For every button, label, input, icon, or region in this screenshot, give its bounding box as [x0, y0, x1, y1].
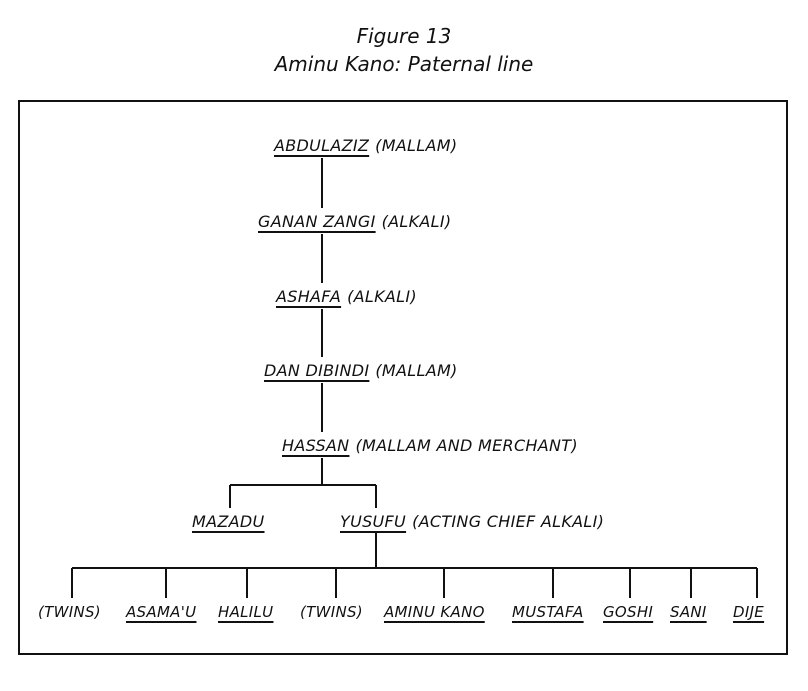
- child-dije: DIJE: [733, 603, 764, 621]
- node-name: YUSUFU: [340, 512, 407, 531]
- child-name: SANI: [670, 603, 707, 621]
- node-title: (MALLAM): [375, 136, 458, 155]
- node-title: (ALKALI): [347, 287, 417, 306]
- node-name: ASHAFA: [276, 287, 342, 306]
- node-name: DAN DIBINDI: [264, 361, 370, 380]
- node-hassan: HASSAN (MALLAM AND MERCHANT): [282, 436, 578, 455]
- node-name: ABDULAZIZ: [274, 136, 370, 155]
- figure-subtitle: Aminu Kano: Paternal line: [274, 52, 534, 76]
- node-name: HASSAN: [282, 436, 350, 455]
- node-mazadu: MAZADU: [192, 512, 265, 531]
- node-name: MAZADU: [192, 512, 265, 531]
- child-goshi: GOSHI: [603, 603, 653, 621]
- node-ashafa: ASHAFA (ALKALI): [276, 287, 417, 306]
- node-title: (MALLAM): [375, 361, 458, 380]
- node-name: GANAN ZANGI: [258, 212, 376, 231]
- child-name: ASAMA'U: [126, 603, 197, 621]
- node-title: (ACTING CHIEF ALKALI): [412, 512, 605, 531]
- child-name: HALILU: [218, 603, 274, 621]
- diagram-frame: [18, 100, 788, 655]
- child-name: (TWINS): [300, 603, 363, 621]
- child-name: GOSHI: [603, 603, 654, 621]
- child-name: (TWINS): [38, 603, 101, 621]
- child-name: AMINU KANO: [384, 603, 485, 621]
- child-twins-2: (TWINS): [300, 603, 363, 621]
- child-twins-1: (TWINS): [38, 603, 101, 621]
- node-title: (ALKALI): [381, 212, 452, 231]
- node-yusufu: YUSUFU (ACTING CHIEF ALKALI): [340, 512, 604, 531]
- node-ganan-zangi: GANAN ZANGI (ALKALI): [258, 212, 451, 231]
- child-asamau: ASAMA'U: [126, 603, 196, 621]
- child-name: DIJE: [733, 603, 765, 621]
- child-halilu: HALILU: [218, 603, 273, 621]
- node-title: (MALLAM AND MERCHANT): [355, 436, 578, 455]
- child-mustafa: MUSTAFA: [512, 603, 584, 621]
- child-sani: SANI: [670, 603, 707, 621]
- child-name: MUSTAFA: [512, 603, 584, 621]
- node-abdulaziz: ABDULAZIZ (MALLAM): [274, 136, 457, 155]
- node-dan-dibindi: DAN DIBINDI (MALLAM): [264, 361, 458, 380]
- child-aminu-kano: AMINU KANO: [384, 603, 485, 621]
- figure-title: Figure 13: [356, 24, 452, 48]
